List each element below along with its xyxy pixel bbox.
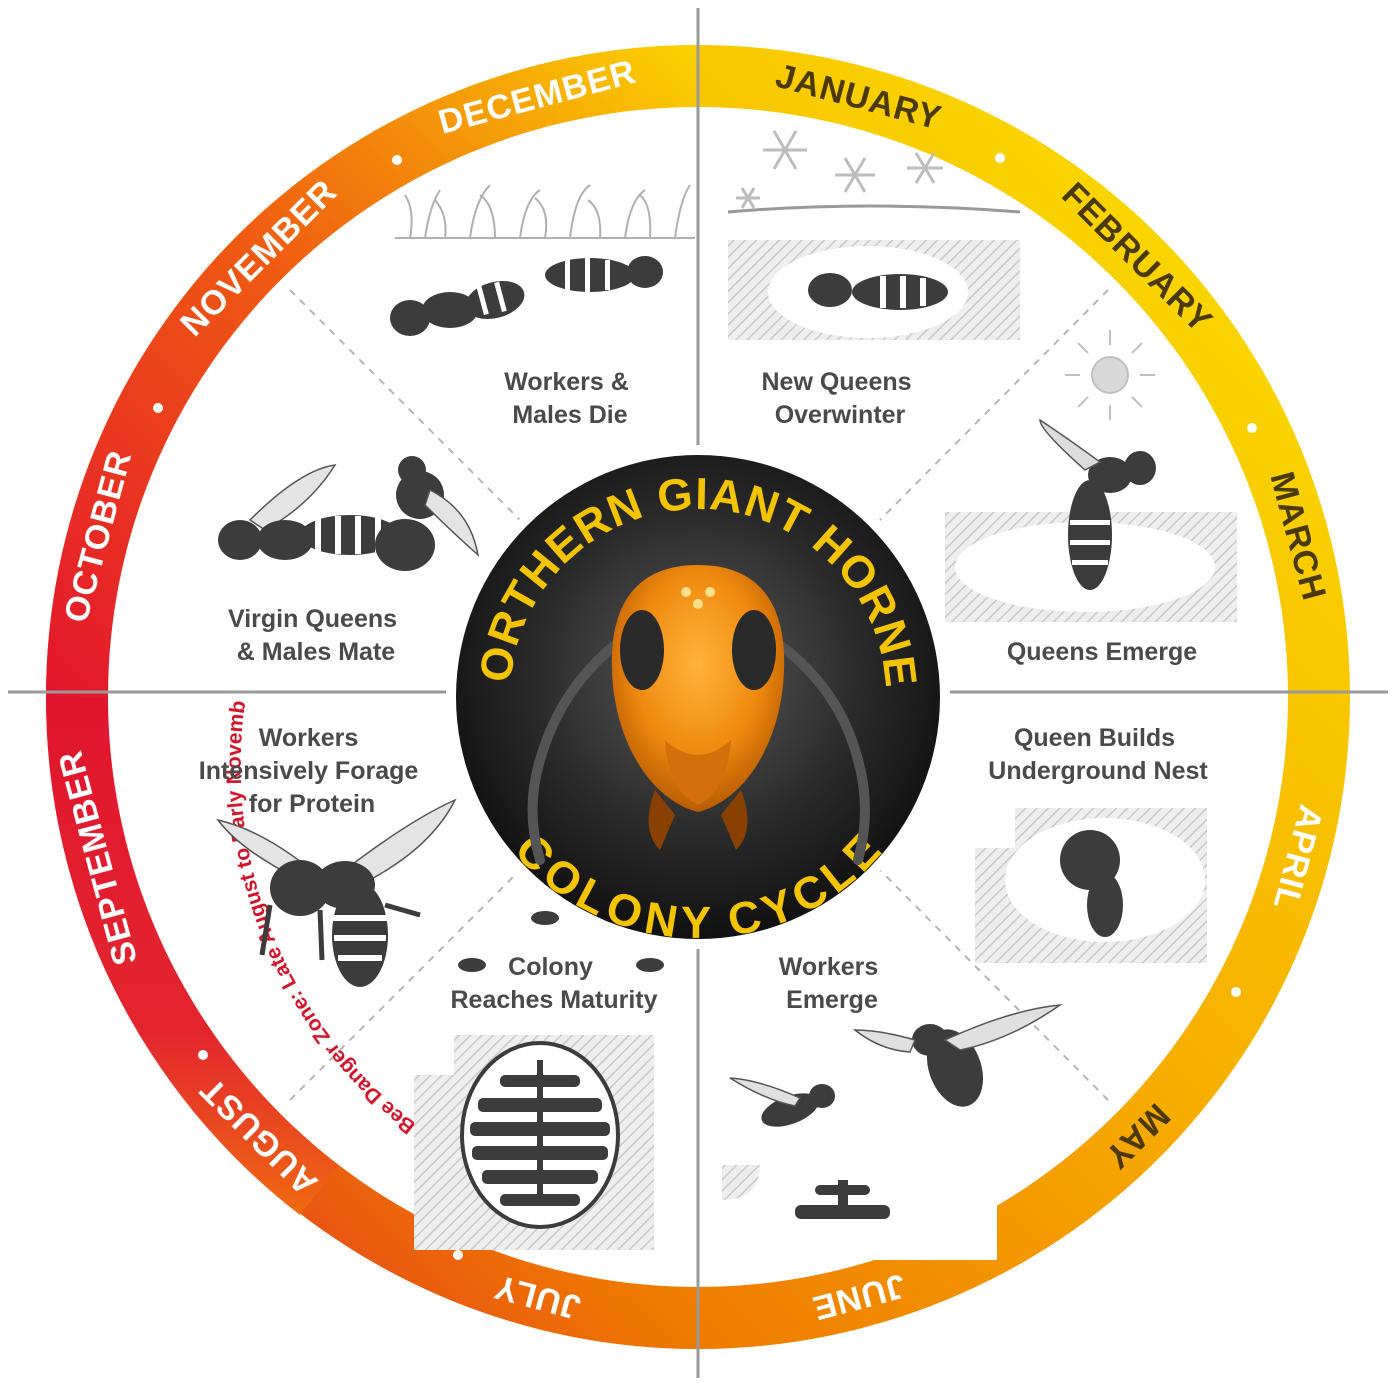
hornet-icon <box>808 273 948 310</box>
queen-nest-illustration <box>975 808 1207 963</box>
stage-queens-emerge: Queens Emerge <box>1007 638 1197 666</box>
sun-icon <box>1065 330 1155 420</box>
